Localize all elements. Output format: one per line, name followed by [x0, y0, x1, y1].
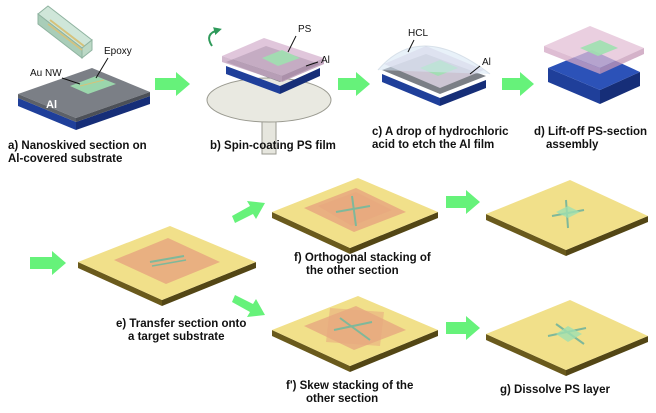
- pointer-al-b: [305, 61, 319, 67]
- caption-c: c) A drop of hydrochloric acid to etch t…: [372, 126, 509, 151]
- arrow-f-skew-to-g: [446, 316, 480, 340]
- al-label-c: Al: [482, 57, 491, 68]
- caption-e: e) Transfer section onto a target substr…: [116, 318, 247, 343]
- arrow-a-to-b: [155, 72, 190, 96]
- panel-a-figure: [18, 5, 150, 130]
- panel-f-skew-figure: [272, 296, 438, 372]
- caption-f-skew: f') Skew stacking of the other section: [286, 380, 414, 405]
- epoxy-block: [37, 5, 93, 60]
- spinner-chuck: [206, 77, 332, 123]
- al-layer: [18, 68, 150, 118]
- caption-b: b) Spin-coating PS film: [210, 140, 336, 152]
- arrow-b-to-c: [338, 72, 370, 96]
- pointer-au-nw: [61, 77, 81, 85]
- ps-label: PS: [298, 24, 312, 35]
- arrow-into-e: [30, 251, 66, 275]
- pointer-ps: [287, 35, 297, 53]
- panel-c-figure: [377, 45, 491, 106]
- arrow-c-to-d: [502, 72, 534, 96]
- panel-d-figure: [544, 26, 644, 104]
- blue-substrate-left: [18, 98, 76, 130]
- panel-g-top-figure: [486, 180, 648, 256]
- au-nw-label: Au NW: [30, 68, 62, 79]
- panel-g-figure: [486, 300, 648, 376]
- al-label-b: Al: [321, 55, 330, 66]
- pointer-al-c: [469, 65, 481, 75]
- pointer-hcl: [407, 39, 415, 53]
- ps-section-e: [114, 238, 220, 284]
- epoxy-label: Epoxy: [104, 46, 132, 57]
- nanoskived-section: [70, 76, 116, 94]
- rotation-arrow-icon: [208, 27, 222, 47]
- arrow-f-to-g-top: [446, 190, 480, 214]
- blue-substrate-right: [76, 96, 150, 130]
- pointer-epoxy: [95, 57, 109, 79]
- panel-b-figure: [206, 27, 332, 155]
- al-label-a: Al: [46, 99, 57, 111]
- panel-e-figure: [78, 226, 256, 306]
- panel-f-figure: [272, 178, 438, 254]
- caption-g: g) Dissolve PS layer: [500, 384, 610, 396]
- caption-d: d) Lift-off PS-section assembly: [534, 126, 648, 151]
- hcl-droplet: [377, 45, 491, 75]
- arrow-e-to-f-skew: [232, 295, 265, 317]
- hcl-label: HCL: [408, 28, 429, 39]
- arrow-e-to-f: [232, 201, 265, 223]
- caption-f: f) Orthogonal stacking of the other sect…: [294, 252, 431, 277]
- caption-a: a) Nanoskived section on Al-covered subs…: [8, 140, 147, 165]
